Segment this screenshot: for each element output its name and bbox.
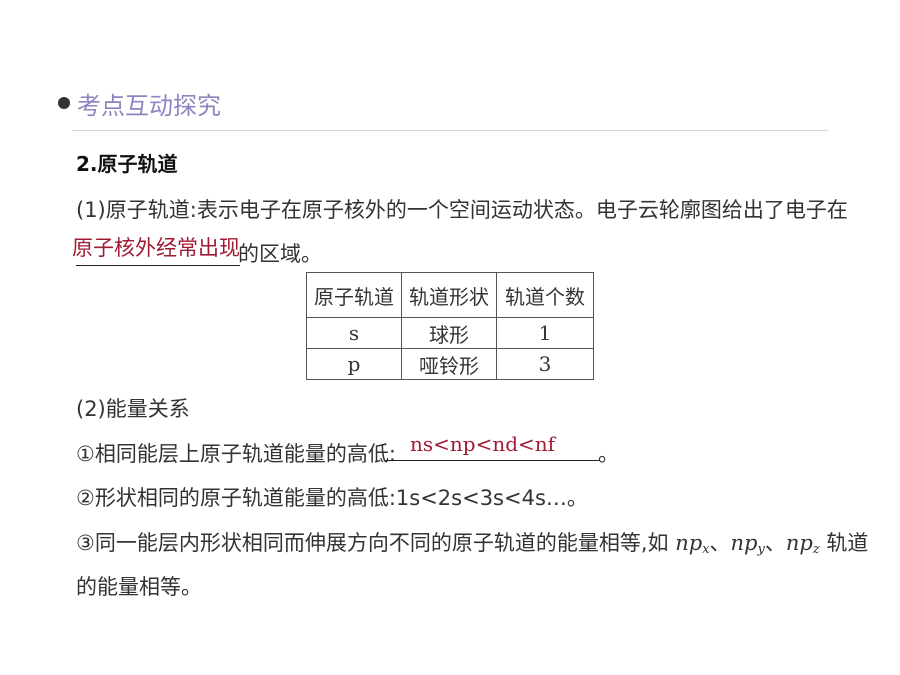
table-header-cell: 原子轨道 <box>306 272 402 318</box>
paragraph-1-line-1: (1)原子轨道:表示电子在原子核外的一个空间运动状态。电子云轮廓图给出了电子在 <box>76 198 848 222</box>
table-cell-orbital: p <box>306 348 402 380</box>
table-cell-count: 1 <box>496 317 594 349</box>
table-cell-shape: 哑铃形 <box>401 348 497 380</box>
orbital-p: p <box>799 531 813 555</box>
orbital-table: 原子轨道 轨道形状 轨道个数 s 球形 1 p 哑铃形 3 <box>306 272 594 380</box>
item-1-suffix: 。 <box>598 442 619 466</box>
answer-blank-1: 原子核外经常出现 <box>72 236 240 260</box>
orbital-n: n <box>785 531 800 555</box>
table-row: p 哑铃形 3 <box>306 348 594 380</box>
orbital-n: n <box>675 531 689 555</box>
orbital-p: p <box>744 531 758 555</box>
item-2-text: ②形状相同的原子轨道能量的高低:1s<2s<3s<4s…。 <box>76 486 588 510</box>
item-3-line-1: ③同一能层内形状相同而伸展方向不同的原子轨道的能量相等,如 npx、npy、np… <box>76 527 868 557</box>
table-cell-orbital: s <box>306 317 402 349</box>
section-title: 2.原子轨道 <box>76 152 178 176</box>
item-3-line-2: 的能量相等。 <box>76 575 202 599</box>
subscript-z: z <box>812 542 820 557</box>
subscript-x: x <box>702 542 710 557</box>
blank-underline-1 <box>76 265 240 266</box>
table-header-cell: 轨道个数 <box>496 272 594 318</box>
separator: 、 <box>764 531 786 555</box>
blank-underline-2 <box>386 460 600 461</box>
item-1-prefix: ①相同能层上原子轨道能量的高低: <box>76 442 396 466</box>
table-header-cell: 轨道形状 <box>401 272 497 318</box>
orbital-n: n <box>730 531 745 555</box>
item-3-suffix: 轨道 <box>819 531 869 555</box>
paragraph-2-title: (2)能量关系 <box>76 397 190 421</box>
separator: 、 <box>709 531 731 555</box>
table-cell-count: 3 <box>496 348 594 380</box>
subscript-y: y <box>757 542 765 557</box>
item-3-prefix: ③同一能层内形状相同而伸展方向不同的原子轨道的能量相等,如 <box>76 531 676 555</box>
header-title: 考点互动探究 <box>77 92 221 120</box>
table-header-row: 原子轨道 轨道形状 轨道个数 <box>306 272 594 318</box>
orbital-p: p <box>688 531 703 555</box>
paragraph-1-suffix: 的区域。 <box>238 242 322 266</box>
bullet-dot-icon <box>58 97 70 109</box>
table-row: s 球形 1 <box>306 317 594 349</box>
header-divider <box>72 130 828 131</box>
answer-blank-2: ns<np<nd<nf <box>410 432 556 456</box>
table-cell-shape: 球形 <box>401 317 497 349</box>
